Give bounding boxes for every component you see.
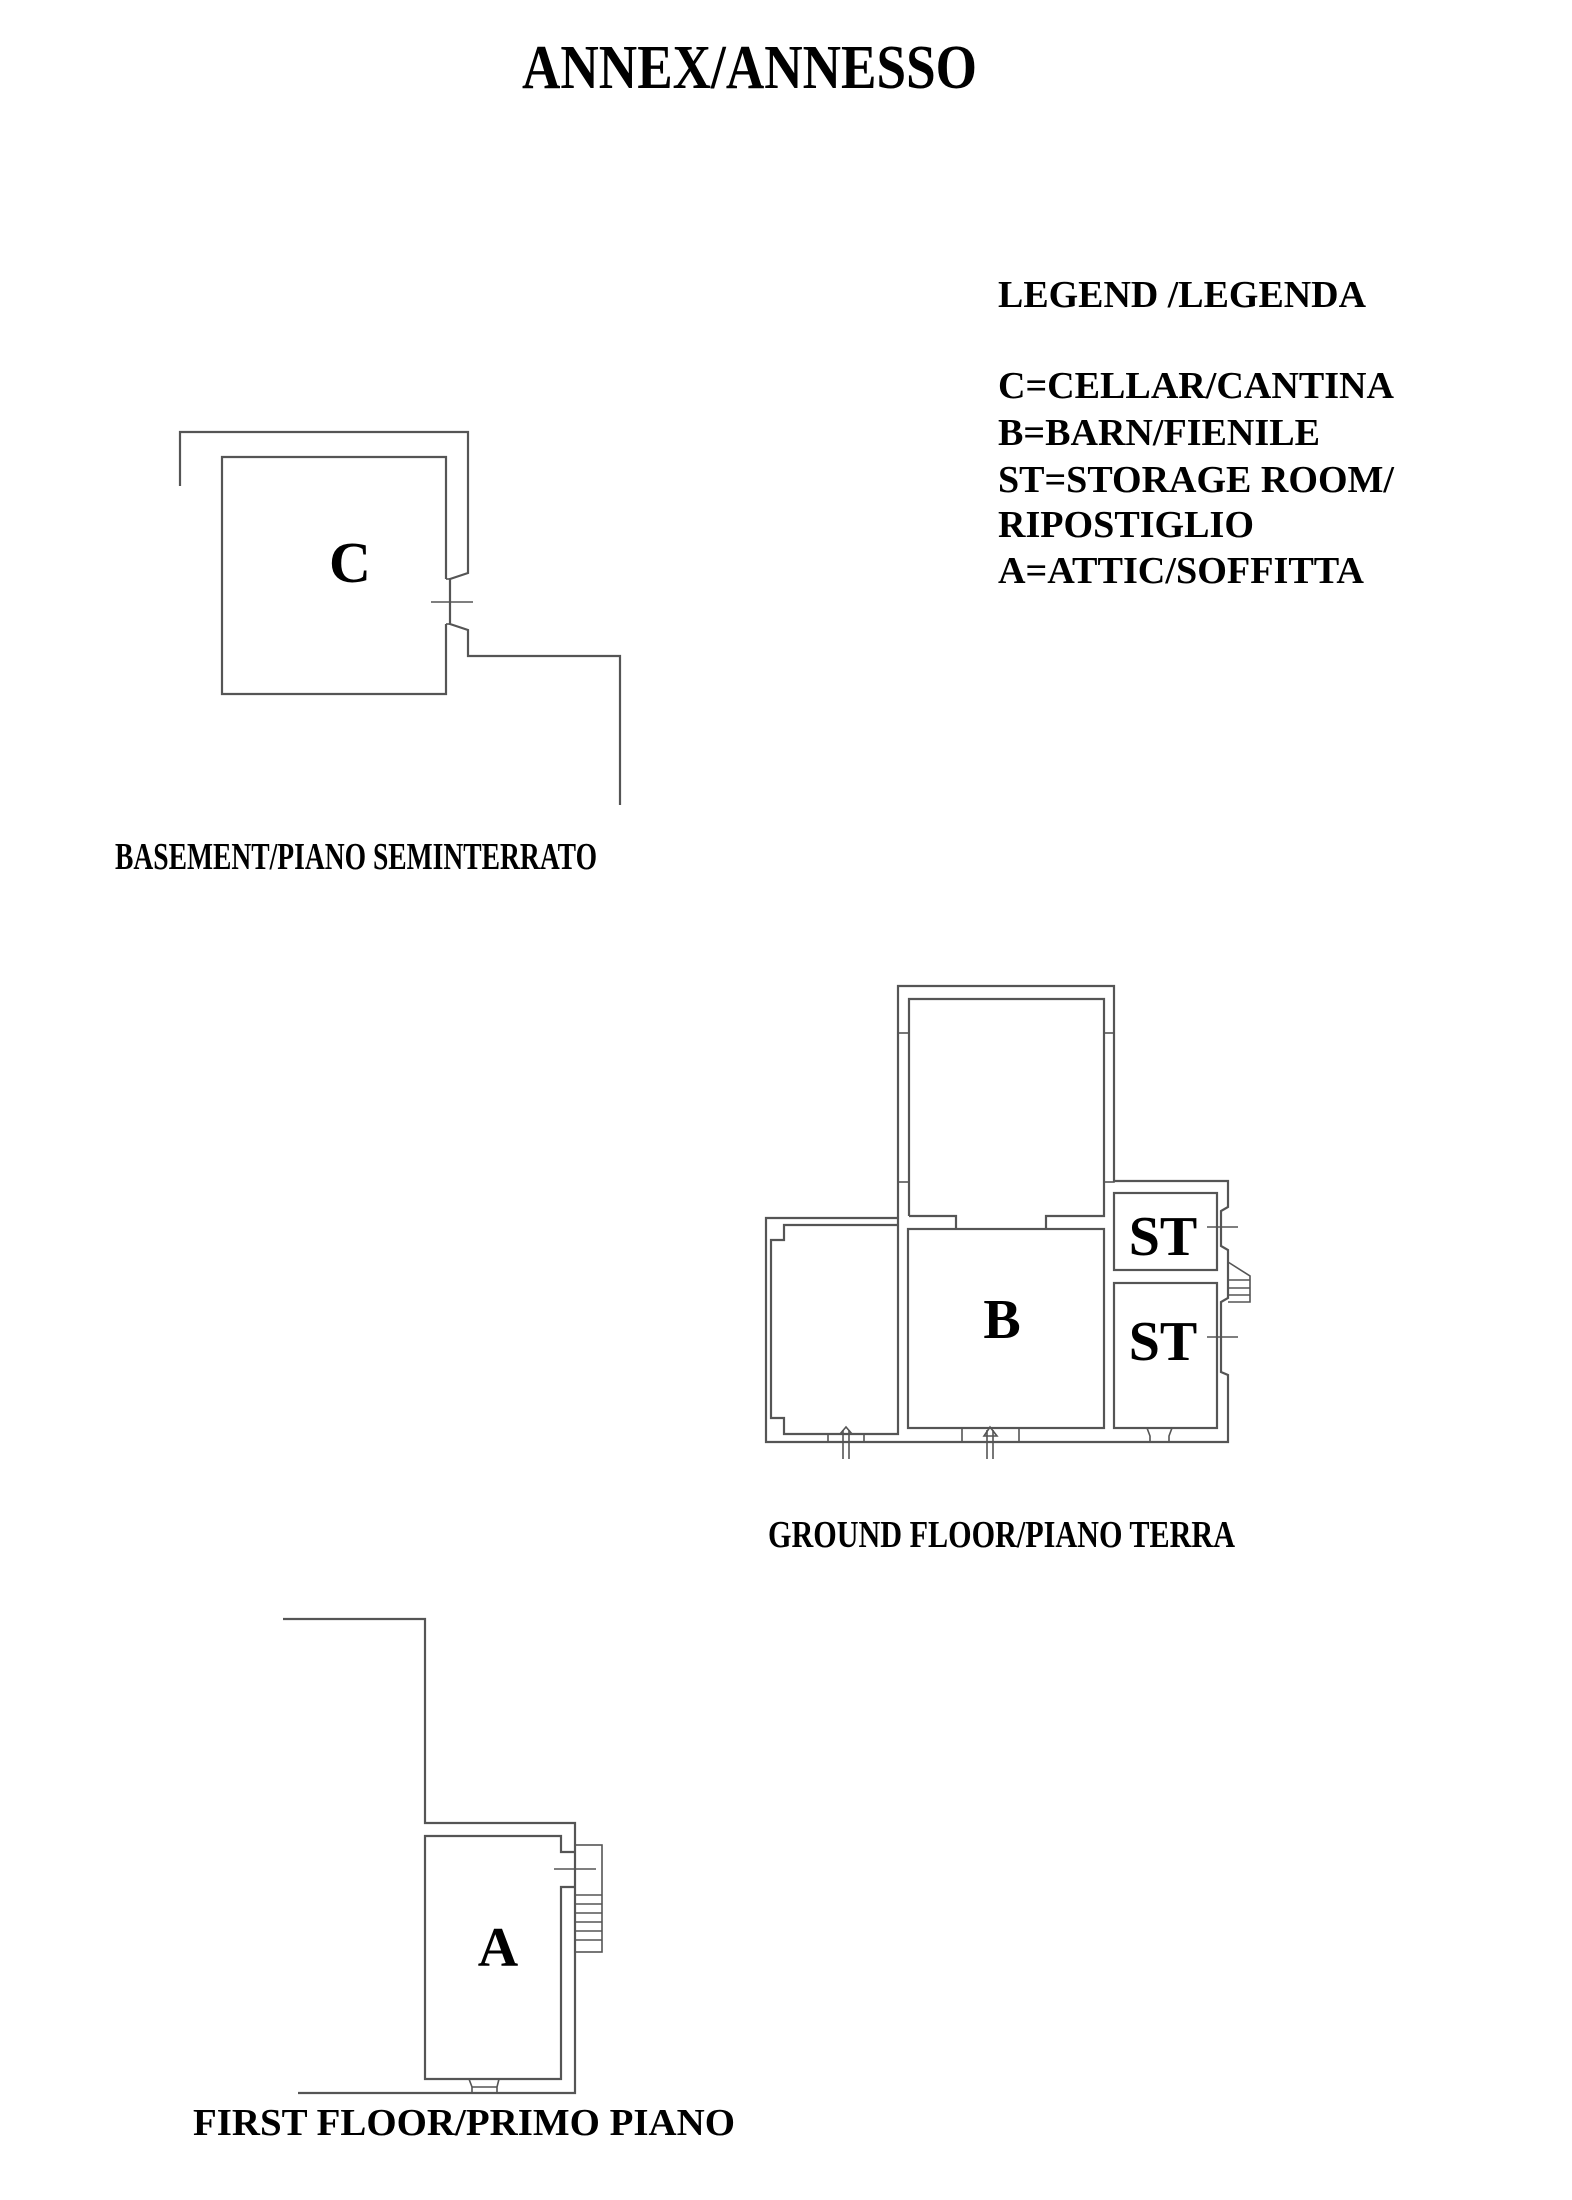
cellar-room-wall [220,455,448,696]
storage-room-1-wall [1112,1191,1219,1272]
storage-room-2-wall [1112,1281,1219,1430]
stairs-icon [574,1844,603,1953]
window-right-icon [1103,1032,1115,1183]
stairs-icon [1227,1261,1251,1303]
room-label-cellar: C [329,530,371,595]
legend-item: RIPOSTIGLIO [998,504,1254,546]
ground-floor-plan: B ST ST GROUND FLOOR/PIANO TERRA [764,984,1251,1556]
legend: LEGEND /LEGENDA C=CELLAR/CANTINA B=BARN/… [998,274,1395,592]
first-floor-plan: A FIRST FLOOR/PRIMO PIANO [193,1617,735,2144]
left-room-wall [769,1218,900,1436]
basement-plan: C BASEMENT/PIANO SEMINTERRATO [115,430,622,878]
page-title: ANNEX/ANNESSO [522,34,977,102]
legend-heading: LEGEND /LEGENDA [998,274,1367,316]
legend-item: A=ATTIC/SOFFITTA [998,550,1365,592]
first-floor-label: FIRST FLOOR/PRIMO PIANO [193,2102,735,2144]
entrance-arrow-icon [961,1425,1020,1459]
barn-room-wall [906,1227,1106,1430]
legend-item: B=BARN/FIENILE [998,412,1320,454]
attic-room-wall [423,1834,575,2081]
room-label-barn: B [983,1289,1020,1351]
window-left-icon [897,1032,910,1183]
entrance-arrow-icon [827,1425,865,1459]
room-label-storage: ST [1129,1311,1198,1373]
ground-floor-label: GROUND FLOOR/PIANO TERRA [768,1514,1235,1556]
legend-item: ST=STORAGE ROOM/ [998,459,1394,501]
first-floor-outer-wall [283,1617,577,2095]
basement-label: BASEMENT/PIANO SEMINTERRATO [115,836,597,878]
room-label-attic: A [478,1917,519,1979]
room-label-storage: ST [1129,1206,1198,1268]
legend-item: C=CELLAR/CANTINA [998,365,1395,407]
